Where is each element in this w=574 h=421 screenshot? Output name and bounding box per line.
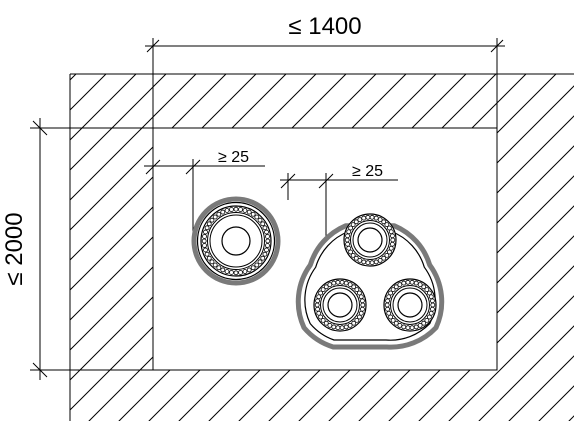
trefoil-inner-sheath [304,230,436,341]
soil-hatching [69,73,574,421]
trefoil-core-left-screen [314,279,366,331]
trefoil-core-right [383,278,437,332]
gap-label-trefoil: ≥ 25 [352,163,383,180]
trefoil-core-top-screen [344,214,396,266]
trefoil-core-right-conductor [397,292,423,318]
gap-dimension-trefoil [280,173,398,245]
gap-label-single: ≥ 25 [218,149,249,166]
single-cable-core [191,196,281,286]
width-label: ≤ 1400 [288,13,361,40]
height-label: ≤ 2000 [1,212,28,285]
width-dimension [145,38,505,128]
trefoil-core-left [313,278,367,332]
trefoil-core-top [343,213,397,267]
height-dimension [30,118,153,380]
single-cable-core-conductor [221,226,251,256]
trefoil-core-top-conductor [357,227,383,253]
trefoil-cores [313,213,437,332]
trefoil-core-left-conductor [327,292,353,318]
single-cable-core-screen [201,206,271,276]
trefoil-core-right-screen [384,279,436,331]
single-core-cable [191,196,281,286]
trefoil-cable-group [295,213,445,350]
